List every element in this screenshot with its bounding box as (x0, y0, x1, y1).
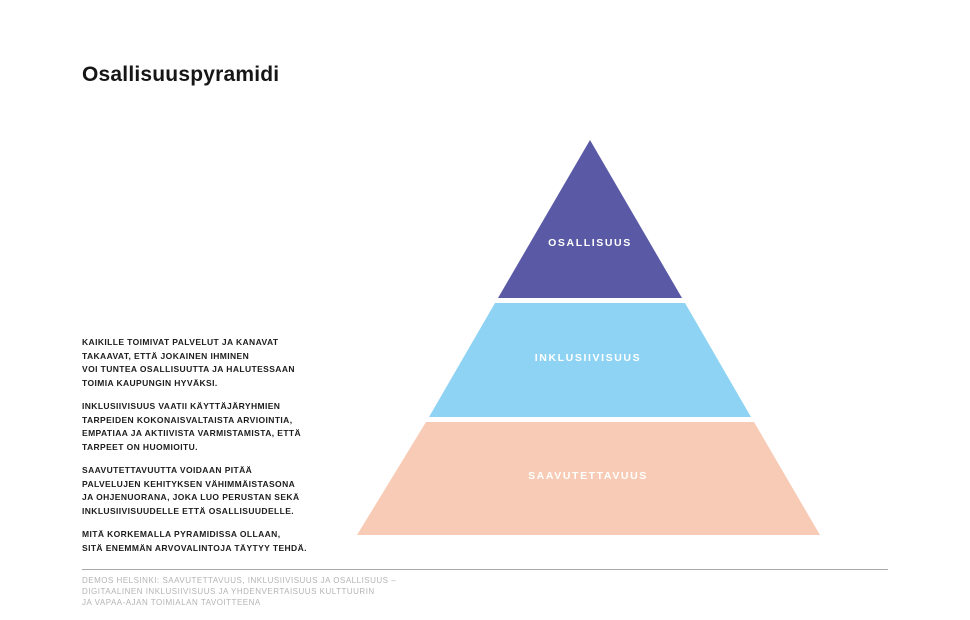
footer-divider (82, 569, 888, 570)
description-column: KAIKILLE TOIMIVAT PALVELUT JA KANAVAT TA… (82, 336, 382, 565)
footer-source-text: DEMOS HELSINKI: SAAVUTETTAVUUS, INKLUSII… (82, 576, 397, 607)
pyramid-level-label-saavutettavuus: SAAVUTETTAVUUS (528, 470, 648, 482)
pyramid-level-label-osallisuus: OSALLISUUS (548, 237, 632, 249)
description-paragraph-osallisuus: KAIKILLE TOIMIVAT PALVELUT JA KANAVAT TA… (82, 337, 295, 388)
pyramid-level-label-inklusiivisuus: INKLUSIIVISUUS (535, 352, 641, 364)
description-paragraph-saavutettavuus: SAAVUTETTAVUUTTA VOIDAAN PITÄÄ PALVELUJE… (82, 465, 300, 516)
description-paragraph-arvovalinnat: MITÄ KORKEMALLA PYRAMIDISSA OLLAAN, SITÄ… (82, 529, 307, 553)
pyramid-level-saavutettavuus (357, 422, 820, 535)
description-paragraph-inklusiivisuus: INKLUSIIVISUUS VAATII KÄYTTÄJÄRYHMIEN TA… (82, 401, 302, 452)
pyramid-level-inklusiivisuus (429, 303, 751, 417)
page-title: Osallisuuspyramidi (82, 63, 280, 86)
pyramid-level-osallisuus (498, 140, 682, 298)
